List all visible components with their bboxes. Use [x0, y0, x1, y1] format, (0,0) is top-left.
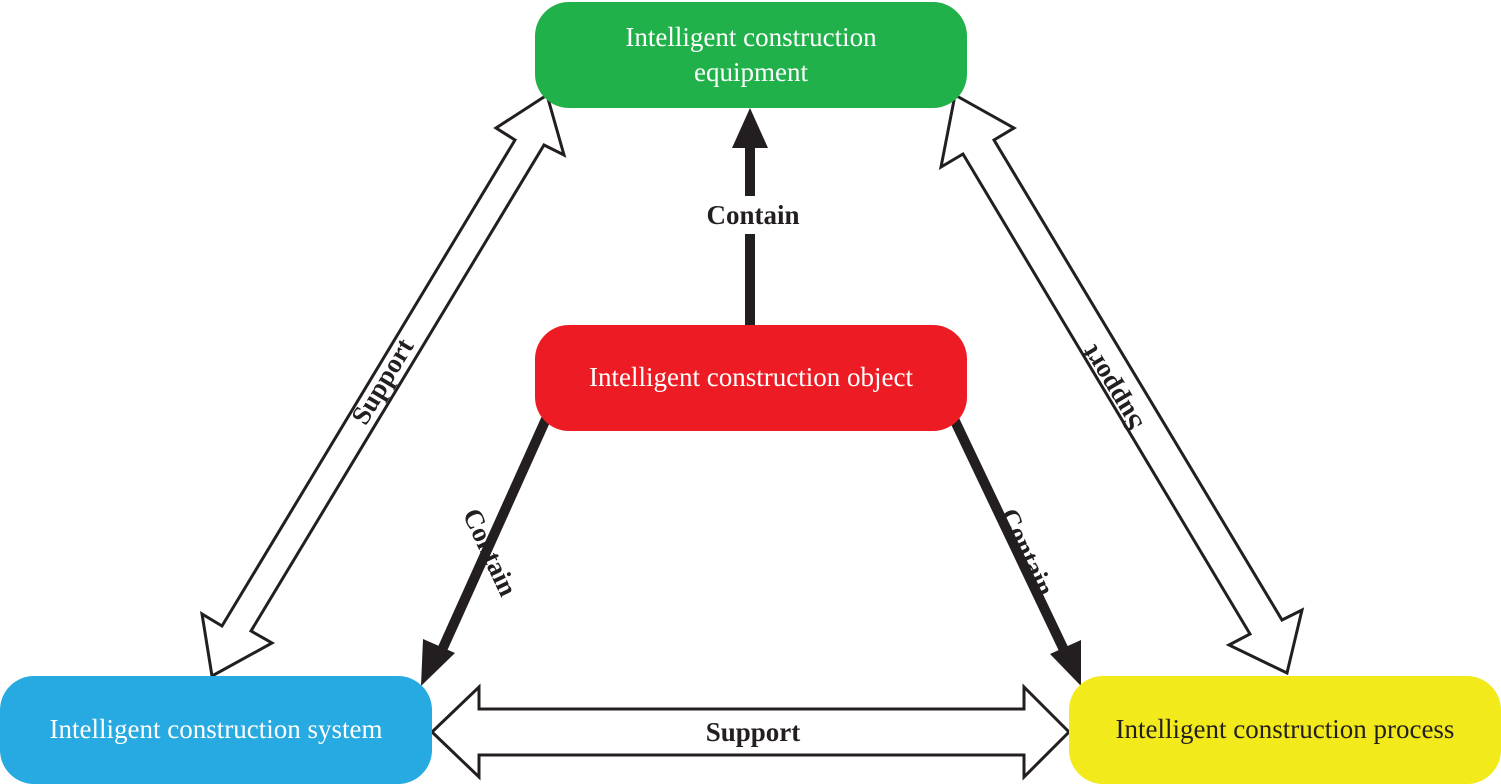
node-system-label: Intelligent construction system	[49, 714, 383, 745]
node-equipment-label: Intelligent construction equipment	[625, 21, 877, 87]
node-intelligent-construction-process: Intelligent construction process	[1069, 676, 1501, 784]
contain-arrow-left-head	[421, 639, 455, 686]
contain-arrow-left-shaft	[437, 416, 551, 653]
contain-arrow-up-head	[732, 108, 768, 148]
node-intelligent-construction-system: Intelligent construction system	[0, 676, 432, 784]
support-arrow-right	[938, 92, 1305, 676]
node-object-label: Intelligent construction object	[589, 362, 913, 393]
support-label-bottom: Support	[706, 717, 801, 747]
node-process-label: Intelligent construction process	[1115, 714, 1455, 745]
contain-label-up: Contain	[706, 200, 799, 230]
contain-arrow-right-shaft	[949, 416, 1069, 653]
node-intelligent-construction-equipment: Intelligent construction equipment	[535, 2, 967, 108]
contain-label-up-bg	[690, 196, 812, 234]
contain-label-right: Contain	[994, 504, 1061, 601]
contain-arrow-right-head	[1050, 640, 1081, 686]
node-intelligent-construction-object: Intelligent construction object	[535, 325, 967, 431]
